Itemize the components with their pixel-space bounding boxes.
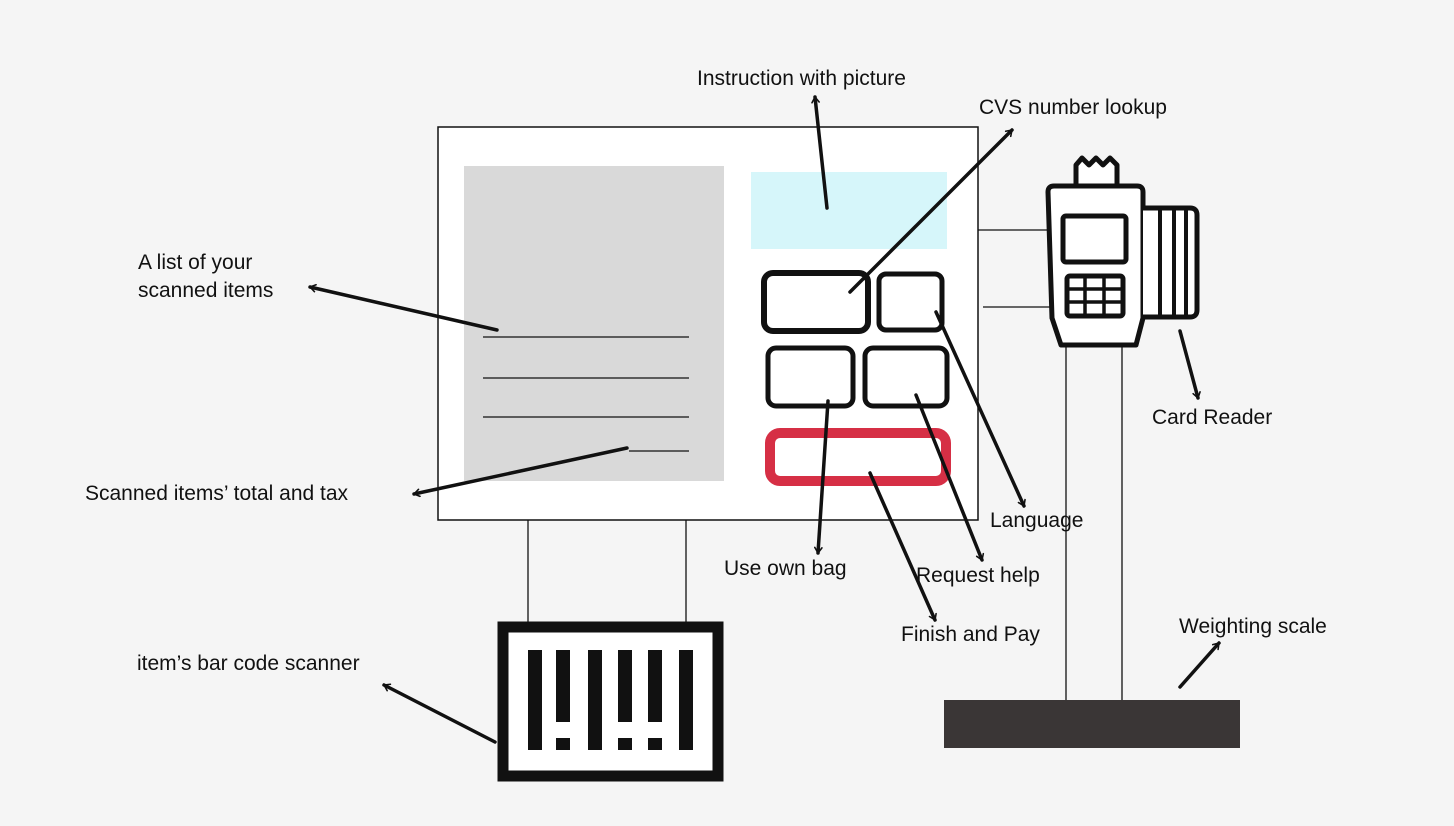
scanned-items-panel	[464, 166, 724, 481]
label-scanner: item’s bar code scanner	[137, 652, 360, 675]
language-button[interactable]	[876, 271, 945, 333]
cvs-lookup-button[interactable]	[761, 270, 871, 334]
label-finish-pay: Finish and Pay	[901, 623, 1040, 646]
label-item-list-1: A list of your	[138, 251, 253, 274]
item-list-lines	[483, 336, 689, 452]
arrow-cvs-lookup	[848, 128, 1014, 294]
own-bag-button[interactable]	[765, 345, 856, 409]
arrow-instruction	[811, 95, 829, 210]
label-own-bag: Use own bag	[724, 557, 847, 580]
label-item-list-2: scanned items	[138, 279, 274, 302]
card-reader-icon	[1045, 155, 1200, 348]
label-weighting-scale: Weighting scale	[1179, 615, 1327, 638]
label-request-help: Request help	[916, 564, 1040, 587]
annotation-arrows	[308, 95, 1221, 744]
weighing-scale-base	[944, 700, 1240, 748]
reader-pole	[1065, 345, 1123, 700]
arrow-own-bag	[813, 399, 830, 555]
barcode-scanner	[497, 621, 724, 782]
label-cvs-lookup: CVS number lookup	[979, 96, 1167, 119]
instruction-panel	[751, 172, 947, 249]
label-instruction: Instruction with picture	[697, 67, 906, 90]
arrow-weighting-scale	[1178, 641, 1221, 689]
label-card-reader: Card Reader	[1152, 406, 1273, 429]
arrow-total-tax	[412, 446, 629, 498]
request-help-button[interactable]	[862, 345, 950, 409]
screen-connectors	[978, 229, 1052, 308]
arrow-language	[934, 310, 1026, 508]
label-language: Language	[990, 509, 1084, 532]
arrow-finish-pay	[868, 471, 937, 622]
arrow-card-reader	[1178, 329, 1201, 400]
arrow-scanner	[382, 683, 497, 744]
finish-pay-button[interactable]	[765, 428, 951, 486]
arrow-item-list	[308, 283, 499, 332]
arrow-request-help	[914, 393, 985, 562]
scanner-stand	[527, 520, 687, 623]
label-total-tax: Scanned items’ total and tax	[85, 482, 349, 505]
